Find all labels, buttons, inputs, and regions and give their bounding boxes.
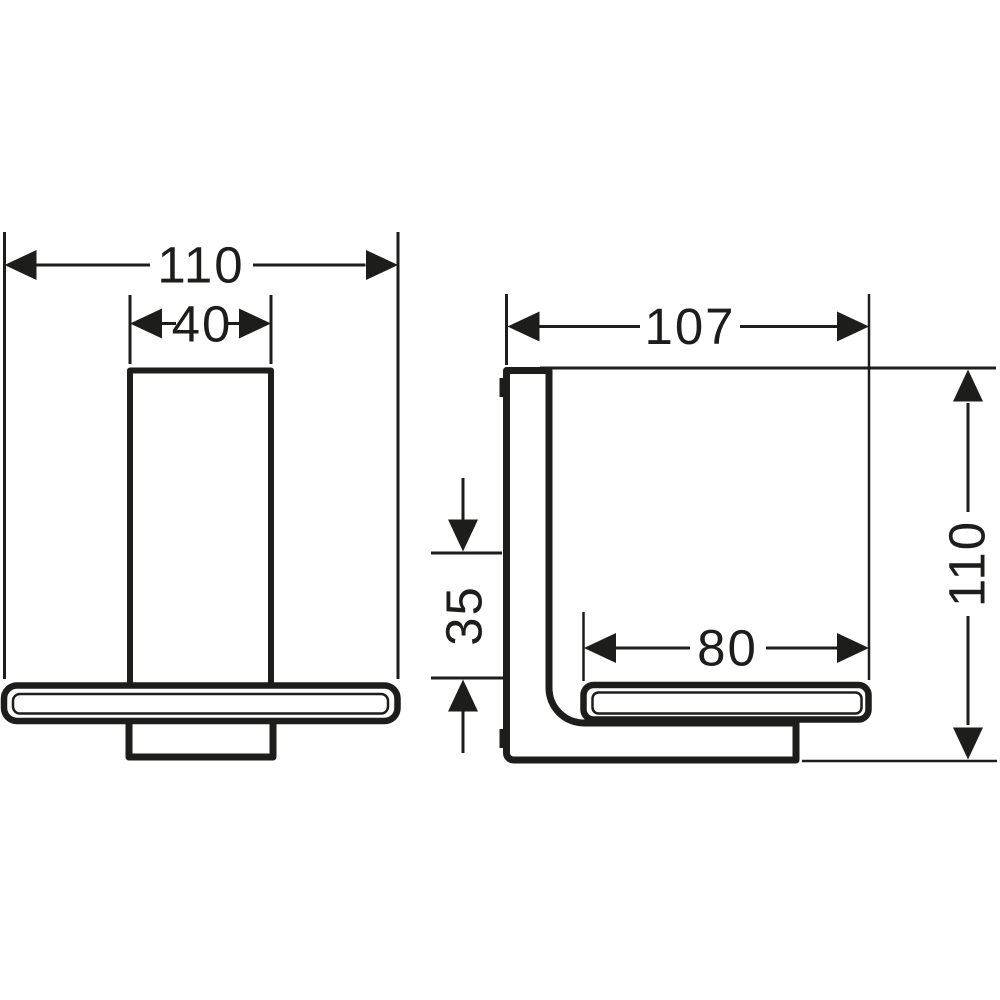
wall-bracket-profile (503, 367, 800, 764)
shelf-front-outline (0, 682, 401, 725)
front-view: 110 40 (0, 232, 401, 761)
shelf-side-inner-line (591, 691, 863, 715)
side-view: 107 110 35 80 (431, 294, 997, 764)
arrow-left-icon (507, 311, 540, 342)
wall-fixing-tab-top (499, 378, 505, 397)
arrow-left-icon (584, 633, 616, 663)
arrow-right-icon (837, 311, 869, 342)
dim-side-overall-height: 110 (540, 366, 997, 763)
wall-fixing-tab-bottom (499, 729, 505, 748)
dim-side-shelf-depth: 80 (582, 612, 869, 681)
dim-label-front-overall-width: 110 (157, 237, 244, 294)
arrow-down-icon (953, 727, 983, 760)
arrow-down-icon (448, 519, 478, 552)
shelf-front-inner-line (11, 692, 390, 715)
arrow-left-icon (4, 250, 37, 280)
dim-label-side-overall-height: 110 (939, 520, 996, 607)
arrow-right-icon (366, 250, 398, 280)
dim-label-front-post-width: 40 (172, 296, 233, 353)
wall-post-front (127, 367, 274, 689)
dim-side-wall-clearance: 35 (431, 478, 503, 753)
dim-front-post-width: 40 (128, 295, 273, 364)
dim-label-side-overall-depth: 107 (644, 298, 735, 355)
dim-side-overall-depth: 107 (505, 294, 871, 680)
shelf-front (0, 682, 401, 725)
dim-label-side-wall-clearance: 35 (436, 585, 493, 646)
arrow-up-icon (448, 679, 478, 712)
arrow-right-icon (239, 308, 271, 339)
dim-front-overall-width: 110 (3, 232, 400, 679)
arrow-right-icon (837, 633, 869, 663)
shelf-side (580, 681, 872, 723)
arrow-left-icon (130, 308, 162, 339)
arrow-up-icon (953, 369, 983, 402)
dim-label-side-shelf-depth: 80 (697, 620, 758, 677)
